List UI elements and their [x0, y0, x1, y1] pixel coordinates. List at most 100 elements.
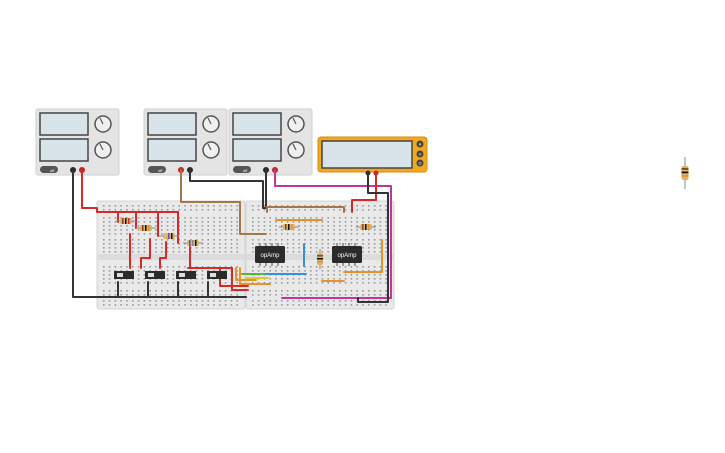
power-switch[interactable] — [233, 166, 251, 173]
breadboard-hole[interactable] — [304, 205, 306, 207]
breadboard-hole[interactable] — [114, 233, 117, 235]
breadboard-hole[interactable] — [333, 217, 335, 219]
breadboard-hole[interactable] — [304, 282, 306, 284]
breadboard-hole[interactable] — [333, 290, 335, 292]
breadboard-hole[interactable] — [230, 217, 233, 219]
breadboard-hole[interactable] — [321, 225, 324, 227]
breadboard-hole[interactable] — [315, 294, 318, 296]
breadboard-hole[interactable] — [224, 304, 227, 306]
breadboard-hole[interactable] — [207, 225, 209, 227]
breadboard-hole[interactable] — [362, 243, 364, 245]
breadboard-hole[interactable] — [103, 300, 105, 302]
breadboard-hole[interactable] — [149, 233, 151, 235]
breadboard-hole[interactable] — [120, 251, 122, 253]
breadboard-hole[interactable] — [379, 217, 382, 219]
breadboard-hole[interactable] — [103, 217, 105, 219]
breadboard-hole[interactable] — [178, 209, 180, 211]
breadboard-hole[interactable] — [184, 247, 186, 249]
dip-switch-icon[interactable] — [176, 271, 196, 279]
breadboard-hole[interactable] — [298, 251, 300, 253]
breadboard-hole[interactable] — [103, 274, 105, 276]
breadboard-hole[interactable] — [166, 221, 169, 223]
breadboard-hole[interactable] — [120, 205, 122, 207]
breadboard-hole[interactable] — [201, 205, 204, 207]
breadboard-hole[interactable] — [108, 274, 111, 276]
breadboard-hole[interactable] — [310, 247, 312, 249]
breadboard-hole[interactable] — [269, 239, 271, 241]
breadboard-hole[interactable] — [327, 229, 329, 231]
breadboard-hole[interactable] — [184, 270, 186, 272]
breadboard-hole[interactable] — [333, 229, 335, 231]
breadboard-hole[interactable] — [236, 233, 238, 235]
breadboard-hole[interactable] — [120, 282, 122, 284]
breadboard-hole[interactable] — [344, 233, 347, 235]
breadboard-hole[interactable] — [310, 239, 312, 241]
breadboard-hole[interactable] — [184, 225, 186, 227]
breadboard-hole[interactable] — [143, 294, 146, 296]
breadboard-hole[interactable] — [321, 221, 324, 223]
breadboard-hole[interactable] — [310, 225, 312, 227]
breadboard-hole[interactable] — [178, 233, 180, 235]
breadboard-hole[interactable] — [137, 251, 140, 253]
breadboard-hole[interactable] — [178, 290, 180, 292]
breadboard-hole[interactable] — [344, 304, 347, 306]
breadboard-hole[interactable] — [339, 205, 341, 207]
breadboard-hole[interactable] — [103, 239, 105, 241]
breadboard-hole[interactable] — [350, 239, 353, 241]
breadboard-hole[interactable] — [292, 278, 295, 280]
mode-button-volts[interactable] — [416, 150, 424, 158]
breadboard-hole[interactable] — [368, 282, 370, 284]
breadboard-hole[interactable] — [339, 274, 341, 276]
breadboard-hole[interactable] — [356, 225, 358, 227]
breadboard-hole[interactable] — [195, 251, 198, 253]
breadboard-hole[interactable] — [114, 294, 117, 296]
power-supply-2[interactable]: off — [143, 108, 228, 176]
breadboard-hole[interactable] — [219, 294, 221, 296]
breadboard-hole[interactable] — [304, 290, 306, 292]
breadboard-hole[interactable] — [373, 243, 376, 245]
breadboard-hole[interactable] — [132, 247, 134, 249]
breadboard-hole[interactable] — [304, 300, 306, 302]
breadboard-hole[interactable] — [292, 300, 295, 302]
breadboard-hole[interactable] — [327, 221, 329, 223]
breadboard-hole[interactable] — [321, 290, 324, 292]
breadboard-hole[interactable] — [269, 225, 271, 227]
breadboard-hole[interactable] — [257, 270, 260, 272]
breadboard-hole[interactable] — [103, 294, 105, 296]
breadboard-hole[interactable] — [275, 217, 277, 219]
breadboard-hole[interactable] — [269, 294, 271, 296]
breadboard-hole[interactable] — [137, 229, 140, 231]
breadboard-hole[interactable] — [327, 251, 329, 253]
breadboard-hole[interactable] — [379, 251, 382, 253]
breadboard-hole[interactable] — [224, 270, 227, 272]
breadboard-hole[interactable] — [321, 239, 324, 241]
breadboard-hole[interactable] — [172, 205, 175, 207]
breadboard-hole[interactable] — [304, 225, 306, 227]
breadboard-hole[interactable] — [298, 239, 300, 241]
resistor-icon[interactable] — [317, 249, 323, 269]
breadboard-hole[interactable] — [161, 300, 163, 302]
breadboard-hole[interactable] — [213, 243, 215, 245]
breadboard-hole[interactable] — [252, 266, 254, 268]
breadboard-hole[interactable] — [379, 266, 382, 268]
resistor-icon[interactable] — [159, 233, 179, 239]
breadboard-hole[interactable] — [344, 282, 347, 284]
breadboard-hole[interactable] — [350, 290, 353, 292]
breadboard-hole[interactable] — [263, 209, 266, 211]
breadboard-hole[interactable] — [356, 270, 358, 272]
resistor-icon[interactable] — [183, 240, 203, 246]
breadboard-hole[interactable] — [120, 239, 122, 241]
breadboard-hole[interactable] — [292, 209, 295, 211]
breadboard-hole[interactable] — [137, 221, 140, 223]
breadboard-hole[interactable] — [292, 221, 295, 223]
breadboard-hole[interactable] — [120, 304, 122, 306]
breadboard-hole[interactable] — [166, 274, 169, 276]
breadboard-hole[interactable] — [263, 290, 266, 292]
breadboard-hole[interactable] — [195, 274, 198, 276]
breadboard-hole[interactable] — [201, 243, 204, 245]
breadboard-hole[interactable] — [298, 243, 300, 245]
breadboard-hole[interactable] — [304, 278, 306, 280]
breadboard-hole[interactable] — [236, 221, 238, 223]
breadboard-hole[interactable] — [252, 205, 254, 207]
breadboard-hole[interactable] — [286, 209, 289, 211]
